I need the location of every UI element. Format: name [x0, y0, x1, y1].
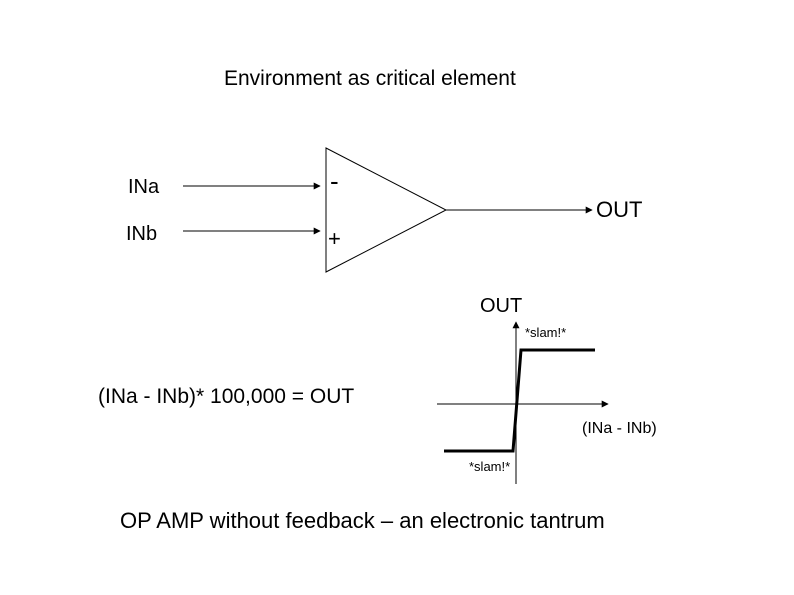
input-b-label: INb	[126, 223, 158, 245]
input-a-label: INa	[128, 176, 160, 198]
slide-caption: OP AMP without feedback – an electronic …	[120, 508, 605, 533]
graph-y-label: OUT	[480, 295, 523, 317]
inverting-input-sign: -	[330, 166, 339, 196]
slide-title: Environment as critical element	[224, 67, 516, 90]
graph-x-label: (INa - INb)	[582, 420, 657, 437]
slam-top-annotation: *slam!*	[525, 325, 567, 340]
opamp-triangle	[325, 147, 448, 273]
slam-bottom-annotation: *slam!*	[469, 459, 511, 474]
gain-formula: (INa - INb)* 100,000 = OUT	[98, 385, 355, 408]
output-label: OUT	[596, 197, 643, 222]
noninverting-input-sign: +	[328, 226, 341, 251]
transfer-curve	[444, 348, 595, 453]
